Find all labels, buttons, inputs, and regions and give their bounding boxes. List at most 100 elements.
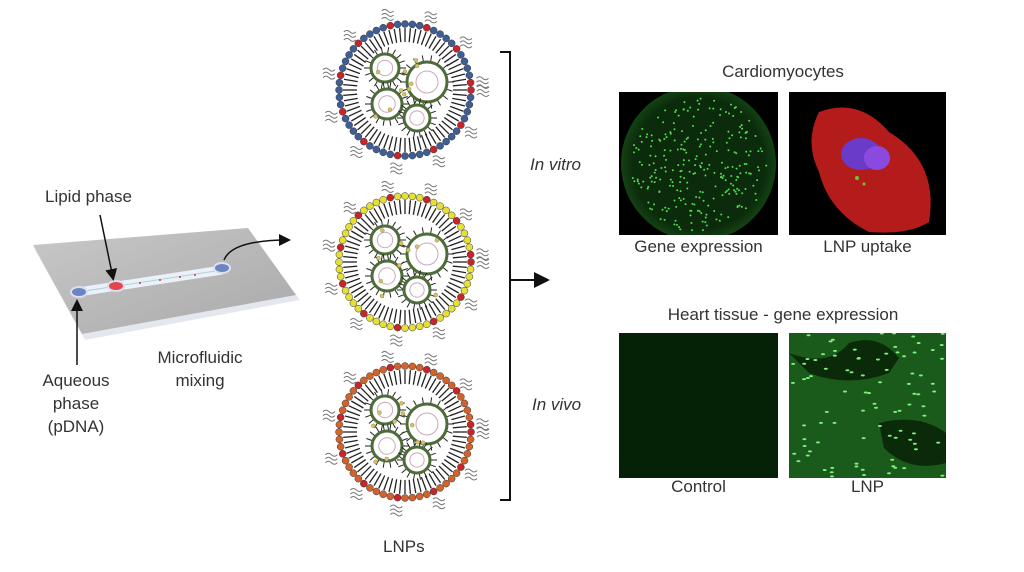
fluorescent-cell (714, 185, 717, 188)
microfluidic-mixing-label: Microfluidic mixing (148, 346, 252, 392)
fluorescent-cell (698, 210, 701, 213)
fluorescent-cell (705, 213, 708, 216)
fluorescent-nucleus (824, 410, 829, 413)
fluorescent-cell (732, 114, 735, 117)
fluorescent-cell (735, 178, 738, 181)
fluorescent-nucleus (832, 421, 837, 424)
fluorescent-cell (638, 161, 641, 164)
fluorescent-cell (650, 180, 653, 183)
fluorescent-cell (671, 169, 674, 172)
fluorescent-nucleus (809, 375, 814, 378)
fluorescent-nucleus (875, 358, 880, 361)
fluorescent-cell (642, 180, 645, 183)
fluorescent-nucleus (898, 429, 903, 432)
fluorescent-cell (694, 164, 697, 167)
fluorescent-cell (648, 164, 651, 167)
fluorescent-nucleus (862, 474, 867, 477)
fluorescent-nucleus (939, 344, 944, 347)
fluorescent-cell (682, 197, 685, 200)
fluorescent-cell (632, 151, 635, 154)
fluorescent-nucleus (884, 368, 889, 371)
fluorescent-nucleus (902, 355, 907, 358)
fluorescent-nucleus (828, 340, 833, 343)
fluorescent-cell (712, 121, 715, 124)
fluorescent-cell (715, 150, 718, 153)
fluorescent-cell (679, 181, 682, 184)
fluorescent-cell (735, 152, 738, 155)
fluorescent-cell (673, 199, 676, 202)
fluorescent-nucleus (940, 333, 945, 335)
fluorescent-cell (681, 130, 684, 133)
fluorescent-cell (691, 125, 694, 128)
fluorescent-cell (765, 164, 768, 167)
fluorescent-cell (660, 167, 663, 170)
fluorescent-cell (699, 97, 702, 100)
fluorescent-cell (733, 189, 736, 192)
fluorescent-cell (654, 155, 657, 158)
fluorescent-cell (719, 172, 722, 175)
fluorescent-cell (702, 199, 705, 202)
fluorescent-cell (737, 189, 740, 192)
fluorescent-cell (728, 192, 731, 195)
fluorescent-cell (704, 216, 707, 219)
fluorescent-cell (657, 116, 660, 119)
fluorescent-cell (650, 134, 653, 137)
chip-to-lnp-arrow (223, 234, 291, 261)
fluorescent-cell (665, 136, 668, 139)
fluorescent-cell (701, 220, 704, 223)
fluorescent-cell (685, 137, 688, 140)
fluorescent-cell (700, 162, 703, 165)
fluorescent-cell (686, 181, 689, 184)
fluorescent-cell (725, 141, 728, 144)
fluorescent-cell (683, 101, 686, 104)
mixing-line: Microfluidic (157, 348, 243, 367)
fluorescent-cell (683, 140, 686, 143)
fluorescent-cell (743, 163, 746, 166)
fluorescent-cell (724, 167, 727, 170)
fluorescent-nucleus (860, 374, 865, 377)
fluorescent-cell (727, 216, 730, 219)
fluorescent-cell (689, 214, 692, 217)
fluorescent-nucleus (930, 349, 935, 352)
fluorescent-cell (754, 192, 757, 195)
fluorescent-nucleus (932, 390, 937, 393)
lnp-particle (322, 180, 490, 347)
fluorescent-nucleus (890, 458, 895, 461)
fluorescent-cell (755, 199, 758, 202)
fluorescent-nucleus (802, 424, 807, 427)
fluorescent-nucleus (829, 471, 834, 474)
fluorescent-nucleus (860, 468, 865, 471)
control-image (619, 333, 778, 478)
fluorescent-nucleus (921, 405, 926, 408)
fluorescent-nucleus (790, 381, 795, 384)
fluorescent-cell (641, 163, 644, 166)
in-vivo-label: In vivo (532, 395, 582, 414)
fluorescent-cell (721, 176, 724, 179)
fluorescent-cell (654, 169, 657, 172)
fluorescent-cell (693, 203, 696, 206)
fluorescent-nucleus (874, 406, 879, 409)
fluorescent-cell (676, 148, 679, 151)
fluorescent-cell (730, 175, 733, 178)
fluorescent-cell (735, 192, 738, 195)
fluorescent-nucleus (867, 391, 872, 394)
fluorescent-cell (731, 134, 734, 137)
fluorescent-nucleus (884, 352, 889, 355)
fluorescent-cell (741, 127, 744, 130)
fluorescent-cell (707, 204, 710, 207)
fluorescent-nucleus (911, 335, 916, 338)
fluorescent-cell (744, 187, 747, 190)
fluorescent-cell (757, 150, 760, 153)
fluorescent-cell (728, 137, 731, 140)
fluorescent-cell (669, 184, 672, 187)
fluorescent-cell (729, 182, 732, 185)
fluorescent-nucleus (893, 466, 898, 469)
fluorescent-cell (744, 137, 747, 140)
lnp-uptake-image (789, 92, 946, 235)
gene-expression-caption: Gene expression (634, 237, 763, 256)
fluorescent-cell (731, 165, 734, 168)
fluorescent-cell (637, 182, 640, 185)
fluorescent-cell (727, 130, 730, 133)
fluorescent-cell (691, 229, 694, 232)
fluorescent-cell (745, 171, 748, 174)
